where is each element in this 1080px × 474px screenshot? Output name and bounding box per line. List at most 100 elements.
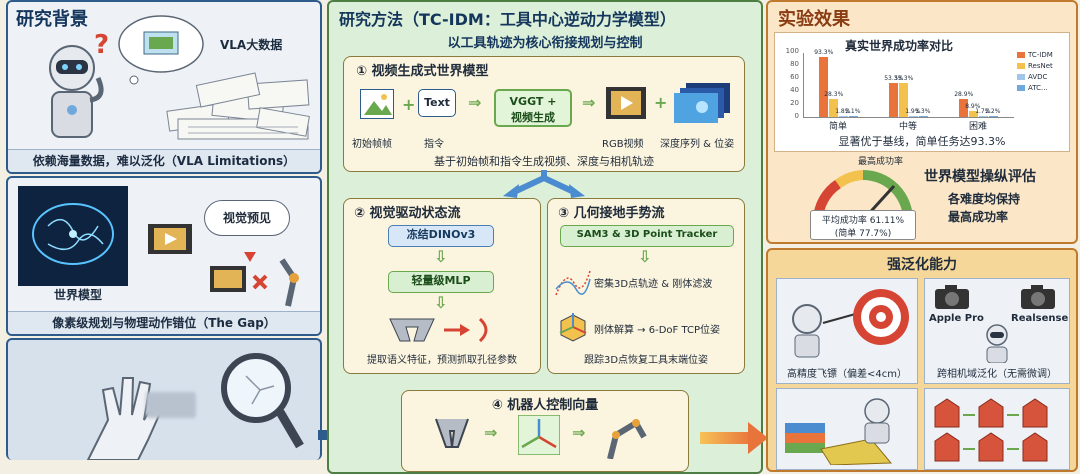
camera-icon <box>1021 285 1055 309</box>
y-tick: 40 <box>790 86 799 94</box>
step-dense-tracks: 密集3D点轨迹 & 刚体滤波 <box>594 279 713 290</box>
bar-value-label: 1.7% <box>975 107 991 115</box>
control-vector-section: ④ 机器人控制向量 ⇒ ⇒ <box>401 390 689 472</box>
chart-bar <box>849 115 858 117</box>
vggt-chip: VGGT + 视频生成 <box>494 89 572 127</box>
bar-value-label: 28.3% <box>824 90 844 98</box>
label-initial-frame: 初始帧帧 <box>352 139 392 150</box>
rgb-video-icon <box>606 87 646 119</box>
camera-apple-label: Apple Pro <box>929 313 984 324</box>
visual-state-flow-section: ② 视觉驱动状态流 冻结DINOv3 ⇩ 轻量级MLP ⇩ 提取语义特征，预测抓… <box>343 198 541 374</box>
background-panel: 研究背景 ? VLA大数据 依赖海量数据，难以泛化（VLA Limitation… <box>6 0 322 174</box>
legend-label: AVDC <box>1028 73 1048 81</box>
bar-value-label: 1.3% <box>915 108 931 115</box>
easy-success-rate: (简单 77.7%) <box>834 229 892 239</box>
section3-note: 跟踪3D点恢复工具末端位姿 <box>583 355 709 366</box>
dart-target-icon <box>792 289 909 358</box>
legend-swatch <box>1017 85 1025 91</box>
camera-card: Apple Pro Realsense 跨相机域泛化（无需微调） <box>924 278 1070 384</box>
dart-caption: 高精度飞镖（偏差<4cm） <box>787 369 907 380</box>
plot-area: 93.3%28.3%1.8%2.1%53.3%53.3%1.9%1.3%28.9… <box>803 49 1014 118</box>
x-tick-label: 简单 <box>828 122 847 132</box>
thought-cloud-icon <box>118 15 204 85</box>
bar-value-label: 2.2% <box>985 107 1001 115</box>
world-model-label: 世界模型 <box>54 288 103 302</box>
mlp-chip: 轻量级MLP <box>388 271 494 293</box>
avg-success-rate: 平均成功率 61.11% <box>821 216 905 226</box>
chart-bar <box>819 57 828 117</box>
video-world-model-section: ① 视频生成式世界模型 + Text ⇒ VGGT + 视频生成 ⇒ + 初始帧… <box>343 56 745 172</box>
dinov3-chip: 冻结DINOv3 <box>388 225 494 247</box>
plus-icon: + <box>654 93 668 112</box>
label-instruction: 指令 <box>424 139 444 150</box>
method-title: 研究方法（TC-IDM：工具中心逆动力学模型） <box>339 10 676 29</box>
eval-title: 世界模型操纵评估 <box>924 169 1036 185</box>
arrow-icon: ⇒ <box>572 423 586 442</box>
brain-icon <box>18 186 128 286</box>
down-arrow-icon: ⇩ <box>434 293 448 312</box>
cube-axes-icon <box>559 313 587 342</box>
robot-arm-icon <box>607 418 647 459</box>
step-rigid-solve: 刚体解算 → 6-DoF TCP位姿 <box>594 325 720 336</box>
x-tick-label: 困难 <box>968 122 987 132</box>
sam3-tracker-chip: SAM3 & 3D Point Tracker <box>560 225 734 247</box>
x-axis-labels: 简单中等困难 <box>803 119 1013 132</box>
section4-title: ④ 机器人控制向量 <box>491 398 599 413</box>
geometric-grounding-section: ③ 几何接地手势流 SAM3 & 3D Point Tracker ⇩ 密集3D… <box>547 198 745 374</box>
bar-value-label: 8.9% <box>965 103 981 111</box>
legend-label: ATC... <box>1028 84 1048 92</box>
legend-item: AVDC <box>1017 73 1067 81</box>
bar-value-label: 1.9% <box>905 107 921 115</box>
eval-sub2: 最高成功率 <box>948 210 1009 224</box>
flow-arrow-right <box>700 432 752 444</box>
section2-note: 提取语义特征，预测抓取孔径参数 <box>367 355 517 366</box>
paper-pile-icon <box>166 72 310 140</box>
generalization-title: 强泛化能力 <box>887 257 957 273</box>
background-caption: 依赖海量数据，难以泛化（VLA Limitations） <box>8 149 320 172</box>
bar-value-label: 28.9% <box>954 90 974 98</box>
chart-bar <box>909 115 918 117</box>
legend-item: TC-IDM <box>1017 51 1067 59</box>
film-strip-icon <box>148 224 192 254</box>
y-tick: 20 <box>790 99 799 107</box>
flow-arrow-right-head <box>748 422 768 454</box>
arrow-icon: ⇒ <box>468 93 482 112</box>
section2-title: ② 视觉驱动状态流 <box>354 206 461 221</box>
y-tick: 0 <box>794 112 799 120</box>
label-rgb-video: RGB视频 <box>602 139 644 150</box>
chart-bar <box>959 98 968 117</box>
label-depth-pose: 深度序列 & 位姿 <box>660 139 735 150</box>
legend-label: ResNet <box>1028 62 1053 70</box>
arrow-icon: ⇒ <box>484 423 498 442</box>
split-arrows <box>503 170 585 198</box>
section3-title: ③ 几何接地手势流 <box>558 206 665 221</box>
bar-value-label: 53.3% <box>884 74 904 82</box>
arrow-icon: ⇒ <box>582 93 596 112</box>
results-panel: 实验效果 真实世界成功率对比 100 80 60 40 20 0 93.3%28… <box>766 0 1078 244</box>
legend-item: ResNet <box>1017 62 1067 70</box>
section1-title: ① 视频生成式世界模型 <box>356 64 489 79</box>
eval-sub1: 各难度均保持 <box>948 192 1021 206</box>
chart-summary: 显著优于基线，简单任务达93.3% <box>838 135 1006 148</box>
robot-icon <box>986 324 1008 363</box>
cloth-folding-icon <box>785 398 893 465</box>
depth-sequence-icon <box>674 83 730 123</box>
world-model-panel: 世界模型 视觉预见 像素级规划与物理动作错位（The Gap） <box>6 176 322 336</box>
down-arrow-icon: ⇩ <box>434 247 448 266</box>
plus-icon: + <box>402 95 416 114</box>
robot-hand-icon <box>86 377 166 460</box>
image-icon <box>360 89 394 119</box>
blurry-truck-icon <box>146 392 196 418</box>
vla-data-label: VLA大数据 <box>220 38 283 52</box>
y-tick: 80 <box>790 60 799 68</box>
question-mark-icon: ? <box>94 30 110 60</box>
camera-realsense-label: Realsense <box>1011 313 1069 324</box>
y-tick: 60 <box>790 73 799 81</box>
legend-swatch <box>1017 63 1025 69</box>
gripper-icon <box>389 317 488 343</box>
gripper-icon <box>435 418 469 448</box>
bar-value-label: 2.1% <box>845 107 861 115</box>
camera-caption: 跨相机域泛化（无需微调） <box>937 369 1057 380</box>
dart-card: 高精度飞镖（偏差<4cm） <box>776 278 918 384</box>
generalization-panel: 强泛化能力 高精度飞镖（偏差<4cm） Apple Pro Realsense … <box>766 248 1078 472</box>
